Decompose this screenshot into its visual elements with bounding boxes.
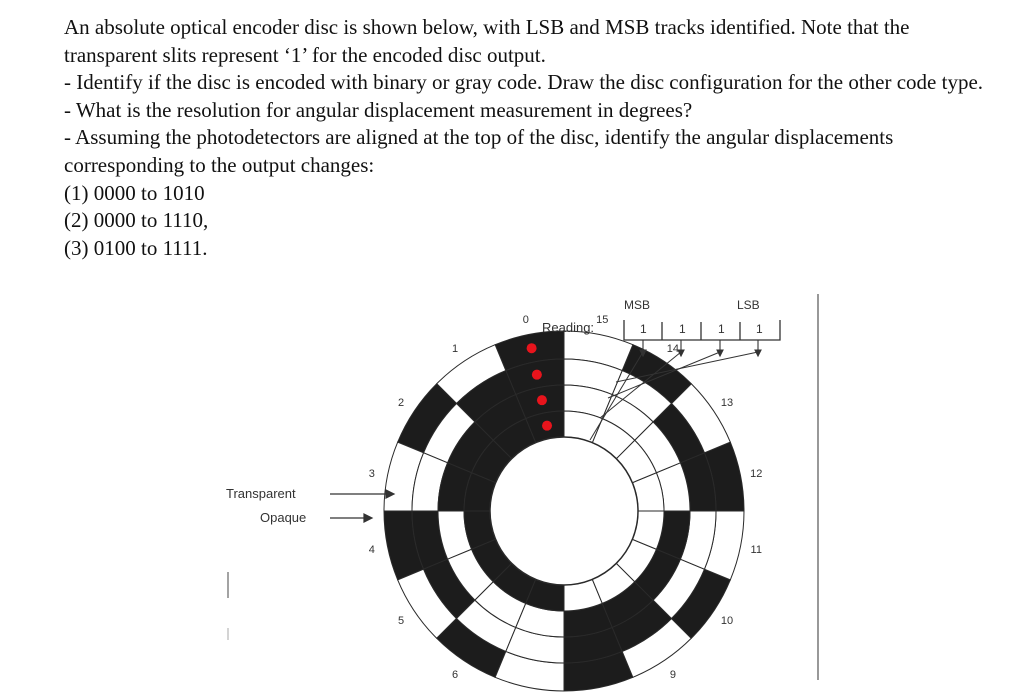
sector-label-15: 15 [596, 314, 608, 326]
sector-label-10: 10 [721, 615, 733, 627]
question-case-1: (1) 0000 to 1010 [64, 180, 205, 205]
question-intro: An absolute optical encoder disc is show… [64, 15, 910, 67]
opaque-label: Opaque [260, 510, 306, 525]
sector-label-5: 5 [398, 615, 404, 627]
encoder-disc: 0123456789101112131415 [369, 314, 762, 692]
sector-label-9: 9 [670, 669, 676, 681]
transparent-arrow [330, 489, 396, 499]
sector-label-6: 6 [452, 669, 458, 681]
reading-bit-4: 1 [756, 322, 763, 336]
detector-marker-3 [542, 420, 553, 431]
detector-marker-1 [531, 369, 542, 380]
sector-label-3: 3 [369, 468, 375, 480]
question-part-code-type: - Identify if the disc is encoded with b… [64, 70, 984, 95]
msb-label: MSB [624, 298, 650, 312]
reading-box [623, 320, 781, 341]
question-part-displacement: - Assuming the photodetectors are aligne… [64, 125, 894, 177]
question-part-resolution: - What is the resolution for angular dis… [64, 97, 693, 122]
sector-label-4: 4 [369, 544, 375, 556]
lsb-label: LSB [737, 298, 760, 312]
transparent-label: Transparent [226, 486, 296, 501]
reading-bit-2: 1 [679, 322, 686, 336]
sector-label-0: 0 [523, 314, 529, 326]
sector-label-14: 14 [667, 343, 679, 355]
sector-label-11: 11 [751, 544, 762, 556]
sector-label-12: 12 [750, 468, 762, 480]
detector-marker-0 [526, 343, 537, 354]
disc-hub [489, 436, 639, 586]
reading-label: Reading: [542, 320, 594, 335]
opaque-arrow [330, 513, 374, 523]
sector-label-2: 2 [398, 397, 404, 409]
reading-bit-1: 1 [640, 322, 647, 336]
leader-lines [589, 351, 759, 441]
detector-arrows [639, 340, 762, 358]
question-case-3: (3) 0100 to 1111. [64, 235, 208, 260]
sector-label-1: 1 [452, 343, 458, 355]
reading-bit-3: 1 [718, 322, 725, 336]
question-case-2: (2) 0000 to 1110, [64, 208, 209, 233]
sector-label-13: 13 [721, 397, 733, 409]
detector-marker-2 [536, 395, 547, 406]
question-text: An absolute optical encoder disc is show… [64, 14, 984, 262]
